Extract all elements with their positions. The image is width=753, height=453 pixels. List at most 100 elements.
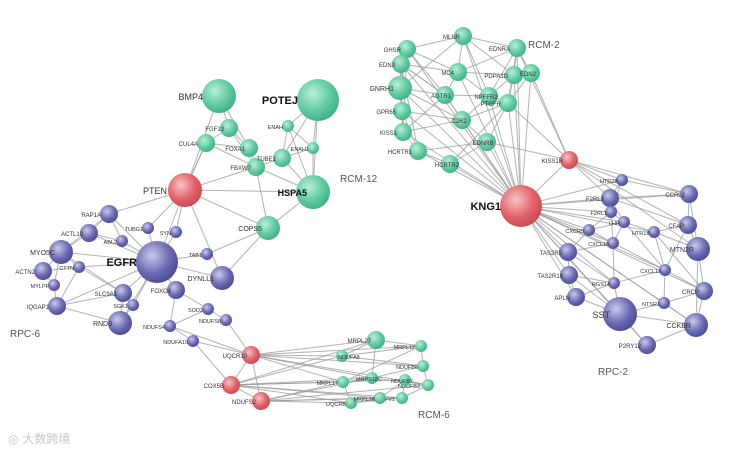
edge-ednra-mc4 [457,47,518,73]
edge-ghsr-mlnr [406,35,464,50]
node-mtn2r: MTN2R [670,237,710,261]
node-uqcr10: UQCR10 [223,346,260,364]
edge-kiss1-c2r2 [402,119,463,133]
node-label-cops5: COPS5 [238,226,262,233]
node-circle-egfr [136,241,178,283]
node-fbxw7: FBXW7 [230,158,265,176]
node-label-mylpf: MYLPF [31,284,50,290]
node-circle-sst [603,297,637,331]
edge-ndufs2-ndufb3 [260,384,429,402]
node-circle-kiss1r [560,151,578,169]
node-circle-foxa1 [240,139,258,157]
node-cul4a: CUL4A [179,134,215,152]
node-label-hcrtr2: HCRTR2 [435,163,460,169]
edge-htr2b-ccrl2 [621,179,690,195]
edge-kng1-mlnr [462,35,522,207]
node-hspa5: HSPA5 [278,175,330,209]
edge-ndufa8-ndufb6 [341,355,424,367]
node-label-apln: APLN [554,296,570,302]
node-label-ndufb3: NDUFB3 [398,384,420,390]
node-hcrtr2: HCRTR2 [435,155,460,173]
node-label-actn2: ACTN2 [15,270,35,276]
node-label-dynll1: DYNLL1 [188,276,215,283]
edge-ccrl2-f2rl3 [609,193,690,199]
node-cox5b: COX5B [204,376,240,394]
node-label-slc9a1: SLC9A1 [95,292,118,298]
node-circle-hspa5 [296,175,330,209]
node-cxcr5: CXCR5 [565,224,595,236]
node-circle-rgs14 [608,277,620,289]
edge-mlnr-npffr2 [462,35,490,97]
node-label-bmp4: BMP4 [178,92,203,102]
node-foxo4: FOXO4 [151,281,185,299]
node-circle-sod2 [202,303,214,315]
node-label-enah: ENAH [268,125,283,131]
node-label-tab1: TAB1 [189,253,202,259]
node-circle-crcp [695,282,713,300]
node-circle-enah1 [307,142,319,154]
node-edn2: EDN2 [520,64,540,82]
node-label-tas2r19: TAS2R19 [537,274,563,280]
module-label-rcm12: RCM-12 [340,174,378,185]
node-circle-rnd3 [108,311,132,335]
watermark-text: 大数跨境 [22,432,71,446]
edge-uqcr10-mrpl17 [250,354,344,383]
node-circle-cfap [679,216,697,234]
node-ednra: EDNRA [489,39,526,57]
edge-htr1b-cxcl13 [653,231,666,271]
node-hcrtr1: HCRTR1 [388,142,427,160]
node-ghsr: GHSR [384,40,416,58]
node-label-rnd3: RND3 [93,321,112,328]
node-label-gpr65: GPR65 [376,110,396,116]
node-label-tube1: TUBE1 [257,157,277,163]
node-circle-edn2 [522,64,540,82]
edge-kiss1r-cfap [568,159,689,226]
node-circle-ntsr1 [658,297,670,309]
node-cops5: COPS5 [238,216,280,240]
node-label-myo5c: MYO5C [30,250,55,257]
node-label-ndufa10: NDUFA10 [163,340,188,346]
node-circle-ndufa8 [336,350,348,362]
node-circle-ndufb6 [417,360,429,372]
node-iqgap1: IQGAP1 [27,297,66,315]
node-label-enah1: ENAH1 [291,147,309,153]
node-circle-ndufs8 [220,314,232,326]
node-mylpf: MYLPF [31,279,60,291]
node-mc4: MC4 [441,63,467,81]
node-circle-p2ry12 [638,336,656,354]
node-label-cttn: CTTN [59,266,74,272]
node-rnd3: RND3 [93,311,132,335]
node-label-iqgap1: IQGAP1 [27,305,50,311]
edge-mlnr-ednra [462,35,518,49]
node-label-cxcr5: CXCR5 [565,229,584,235]
watermark-logo-icon: ◎ [8,432,19,446]
node-circle-cops5 [256,216,280,240]
edge-ndufa10-uqcr10 [192,340,252,356]
node-abl2: ABL2 [104,235,128,247]
node-p2ry12: P2RY12 [619,336,656,354]
node-label-mrpl16: MRPL16 [354,397,375,403]
edge-kiss1r-ccrl2 [568,159,690,195]
node-label-p2ry12: P2RY12 [619,344,642,350]
node-enah: ENAH [268,120,294,132]
node-label-sod2: SOD2 [188,308,203,314]
module-label-rcm6: RCM-6 [418,410,450,421]
node-circle-f2rl1 [605,206,617,218]
edge-ghsr-mc4 [406,48,459,73]
node-mrps18c: MRPS18C [356,372,382,384]
node-label-htr1b: HTR1B [632,231,650,237]
node-circle-ednrb [478,133,496,151]
node-circle-cckbr [684,313,708,337]
edge-cox5b-mrpl27 [230,339,377,386]
edge-cxcl13-rgs14 [613,269,666,284]
node-label-potej: POTEJ [262,95,298,107]
node-label-cxcl13: CXCL13 [640,269,661,275]
node-label-kiss1: KISS1 [380,131,398,137]
node-label-uqcrb: UQCRB [326,402,346,408]
node-circle-ndufs2 [252,392,270,410]
node-label-hspa5: HSPA5 [278,188,307,198]
edge-kiss1r-mtn2r [568,159,699,250]
node-actn2: ACTN2 [15,262,52,280]
node-circle-mrpl12 [415,340,427,352]
node-label-npffr2: NPFFR2 [474,95,498,101]
